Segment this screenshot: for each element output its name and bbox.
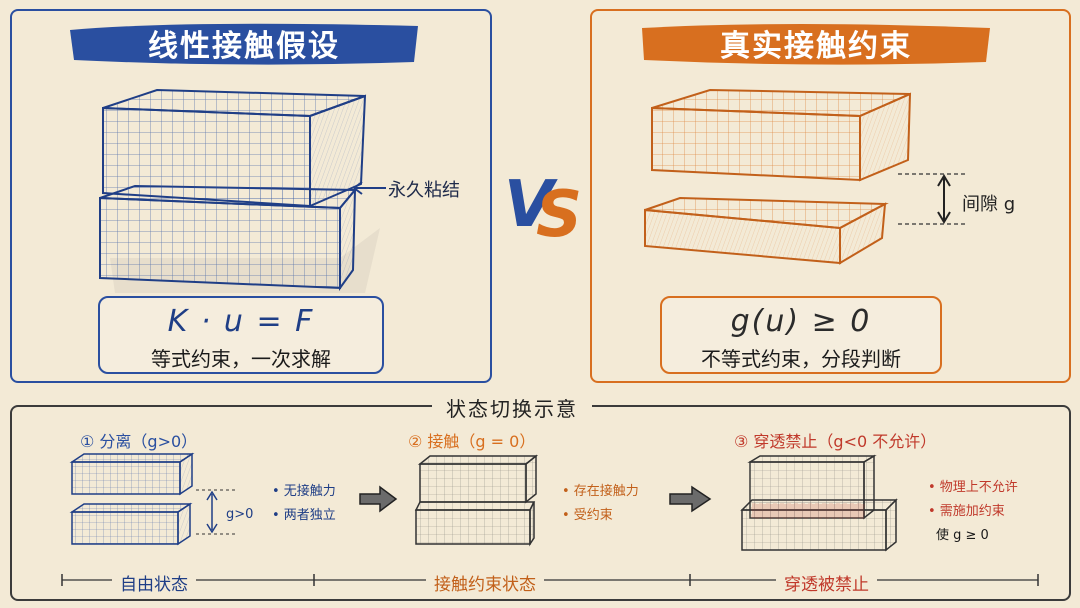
phase-free: 自由状态 bbox=[112, 570, 196, 595]
vs-letter-v: V bbox=[504, 168, 558, 242]
linear-formula-desc: 等式约束，一次求解 bbox=[151, 347, 331, 371]
separated-blocks bbox=[69, 452, 236, 546]
overlap-zone bbox=[751, 503, 865, 519]
state-separated-label: ① 分离（g>0） bbox=[80, 432, 198, 451]
vs-letter-s: S bbox=[536, 178, 580, 250]
real-contact-title-banner: 真实接触约束 bbox=[636, 18, 996, 68]
separated-bullets: • 无接触力 • 两者独立 bbox=[272, 480, 336, 528]
gap-label: 间隙 g bbox=[962, 194, 1016, 215]
contact-bullets: • 存在接触力 • 受约束 bbox=[562, 480, 639, 528]
bullet-not-physical: • 物理上不允许 bbox=[928, 480, 1018, 495]
gap-dimension bbox=[898, 173, 966, 225]
bullet-constrained: • 受约束 bbox=[562, 508, 613, 523]
bottom-block-side bbox=[339, 187, 357, 292]
state-penetration-label: ③ 穿透禁止（g<0 不允许） bbox=[734, 432, 937, 451]
permanent-bond-label: 永久粘结 bbox=[388, 180, 460, 201]
contact-blocks bbox=[414, 454, 539, 547]
contact-formula-desc: 不等式约束，分段判断 bbox=[701, 347, 901, 371]
phase-penetration-forbidden: 穿透被禁止 bbox=[776, 570, 877, 595]
state-switch-title: 状态切换示意 bbox=[432, 393, 592, 422]
linear-contact-title-banner: 线性接触假设 bbox=[64, 18, 424, 68]
gap-positive-label: g>0 bbox=[226, 507, 254, 522]
phase-contact: 接触约束状态 bbox=[426, 570, 544, 595]
real-contact-title: 真实接触约束 bbox=[720, 29, 912, 64]
transition-arrow-icon-1 bbox=[359, 485, 398, 513]
gap-blocks-illustration bbox=[644, 88, 912, 265]
inequality-constraint-box: g(u) ≥ 0 不等式约束，分段判断 bbox=[660, 296, 942, 374]
bullet-independent: • 两者独立 bbox=[272, 508, 336, 523]
bullet-ensure-g: 使 g ≥ 0 bbox=[936, 528, 989, 543]
bottom-block-front bbox=[99, 196, 341, 290]
top-block-front bbox=[102, 106, 311, 208]
vs-mark: V S bbox=[504, 168, 580, 250]
equality-constraint-box: K · u = F 等式约束，一次求解 bbox=[98, 296, 384, 374]
penetration-blocks bbox=[740, 454, 898, 552]
penetration-bullets: • 物理上不允许 • 需施加约束 使 g ≥ 0 bbox=[928, 476, 1018, 548]
brush-stroke-orange bbox=[642, 24, 990, 65]
brush-stroke-blue bbox=[70, 23, 418, 65]
bullet-no-contact-force: • 无接触力 bbox=[272, 484, 336, 499]
state-contact-label: ② 接触（g = 0） bbox=[408, 432, 536, 451]
linear-formula: K · u = F bbox=[167, 304, 315, 339]
transition-arrow-icon-2 bbox=[669, 485, 712, 513]
bonded-blocks-illustration bbox=[99, 88, 380, 293]
contact-formula: g(u) ≥ 0 bbox=[730, 304, 872, 339]
linear-contact-panel bbox=[10, 9, 492, 383]
arrow-left-icon bbox=[353, 181, 386, 195]
real-contact-panel bbox=[590, 9, 1071, 383]
state-timeline bbox=[61, 574, 1039, 586]
linear-contact-title: 线性接触假设 bbox=[148, 29, 340, 64]
bullet-contact-force: • 存在接触力 bbox=[562, 484, 639, 499]
bullet-apply-constraint: • 需施加约束 bbox=[928, 504, 1005, 519]
